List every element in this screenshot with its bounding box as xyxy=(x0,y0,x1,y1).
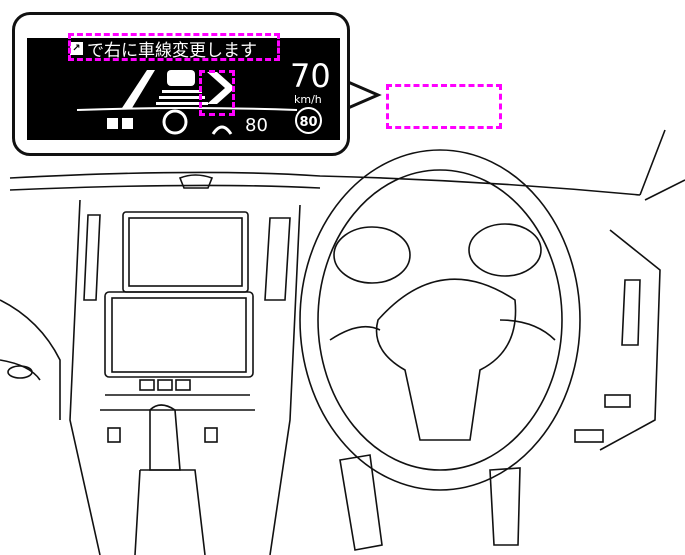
set-speed: 80 xyxy=(245,115,268,136)
head-up-display xyxy=(27,38,340,140)
lower-screen xyxy=(104,291,254,378)
gear-shift xyxy=(149,404,181,471)
lane-graphic xyxy=(76,70,298,135)
hud-message: ↗ で右に車線変更します xyxy=(70,36,257,61)
pedal xyxy=(489,467,521,546)
speed-limit-sign: 80 xyxy=(295,107,322,134)
lane-change-icon xyxy=(122,118,133,129)
hud-message-text: で右に車線変更します xyxy=(87,40,257,61)
flag-icon xyxy=(107,118,118,129)
lane-stripes xyxy=(156,90,208,105)
highlight-lane-change xyxy=(199,70,235,116)
steering-assist-icon xyxy=(162,109,188,135)
center-screen xyxy=(122,211,249,293)
left-vent xyxy=(83,214,101,301)
right-vent xyxy=(264,217,291,301)
right-side-vent xyxy=(621,279,641,346)
car-ahead-icon xyxy=(167,70,195,86)
steering-wheel xyxy=(299,149,581,491)
lane-line-left xyxy=(122,70,155,108)
lane-change-arrow-icon xyxy=(207,72,235,104)
pedal xyxy=(339,454,383,551)
lane-change-right-icon: ↗ xyxy=(70,41,83,55)
defroster-vent xyxy=(178,174,214,189)
speedometer-icon xyxy=(211,125,233,135)
wheel-hub xyxy=(375,278,517,441)
highlight-empty-area xyxy=(386,84,502,129)
highlight-message xyxy=(68,33,280,61)
current-speed: 70 xyxy=(290,57,331,95)
speed-unit: km/h xyxy=(294,93,322,106)
